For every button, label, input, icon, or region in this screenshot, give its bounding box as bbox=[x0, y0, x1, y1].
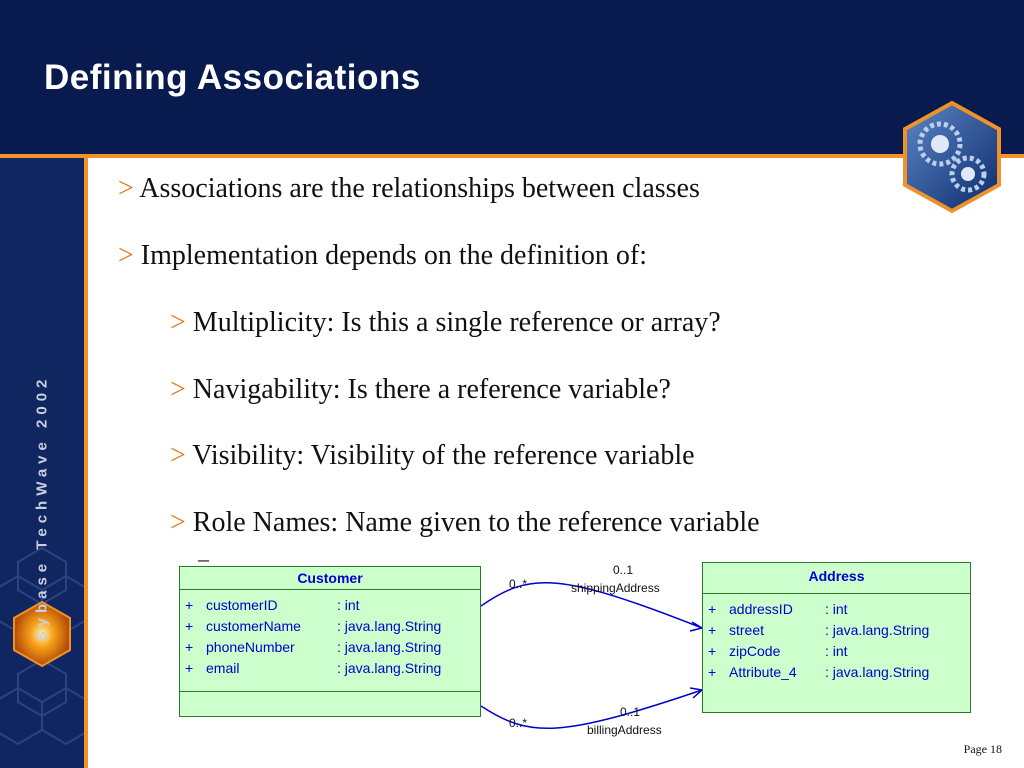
glowing-hexagon-icon bbox=[13, 600, 71, 668]
attribute-list: +customerID: int +customerName: java.lan… bbox=[180, 590, 480, 692]
sub-bullet-item: > Visibility: Visibility of the referenc… bbox=[170, 440, 695, 471]
class-address[interactable]: Address +addressID: int +street: java.la… bbox=[702, 562, 971, 713]
shipping-association-line bbox=[480, 581, 703, 629]
shipping-source-multiplicity: 0..* bbox=[509, 577, 528, 591]
attribute-row: +email: java.lang.String bbox=[185, 660, 442, 676]
shipping-role-name: shippingAddress bbox=[571, 581, 660, 595]
orange-divider-horizontal bbox=[0, 154, 1024, 158]
class-name: Address bbox=[703, 563, 970, 594]
class-name: Customer bbox=[180, 567, 480, 590]
sub-bullet-item: > Navigability: Is there a reference var… bbox=[170, 374, 671, 405]
header-band bbox=[0, 0, 1024, 154]
billing-source-multiplicity: 0..* bbox=[509, 716, 528, 730]
sub-bullet-item: > Multiplicity: Is this a single referen… bbox=[170, 307, 721, 338]
class-customer[interactable]: Customer +customerID: int +customerName:… bbox=[179, 566, 481, 717]
bullet-item: > Implementation depends on the definiti… bbox=[118, 240, 648, 271]
bullet-item: > Associations are the relationships bet… bbox=[118, 173, 700, 204]
attribute-row: +zipCode: int bbox=[708, 643, 848, 659]
attribute-row: +phoneNumber: java.lang.String bbox=[185, 639, 442, 655]
attribute-list: +addressID: int +street: java.lang.Strin… bbox=[703, 594, 970, 695]
trailing-dash: – bbox=[198, 546, 209, 571]
billing-association-line bbox=[480, 689, 703, 730]
attribute-row: +customerName: java.lang.String bbox=[185, 618, 442, 634]
orange-divider-vertical bbox=[84, 154, 88, 768]
sub-bullet-item: > Role Names: Name given to the referenc… bbox=[170, 507, 760, 538]
shipping-target-multiplicity: 0..1 bbox=[613, 563, 634, 577]
slide-title: Defining Associations bbox=[44, 58, 421, 97]
attribute-row: +Attribute_4: java.lang.String bbox=[708, 664, 930, 680]
hexagon-pattern bbox=[0, 546, 84, 746]
gear-logo-icon bbox=[903, 100, 1001, 214]
billing-target-multiplicity: 0..1 bbox=[620, 705, 641, 719]
attribute-row: +addressID: int bbox=[708, 601, 848, 617]
attribute-row: +customerID: int bbox=[185, 597, 360, 613]
page-number: Page 18 bbox=[963, 742, 1002, 756]
sidebar-band: Sybase TechWave 2002 bbox=[0, 158, 84, 768]
attribute-row: +street: java.lang.String bbox=[708, 622, 930, 638]
billing-role-name: billingAddress bbox=[587, 723, 662, 737]
